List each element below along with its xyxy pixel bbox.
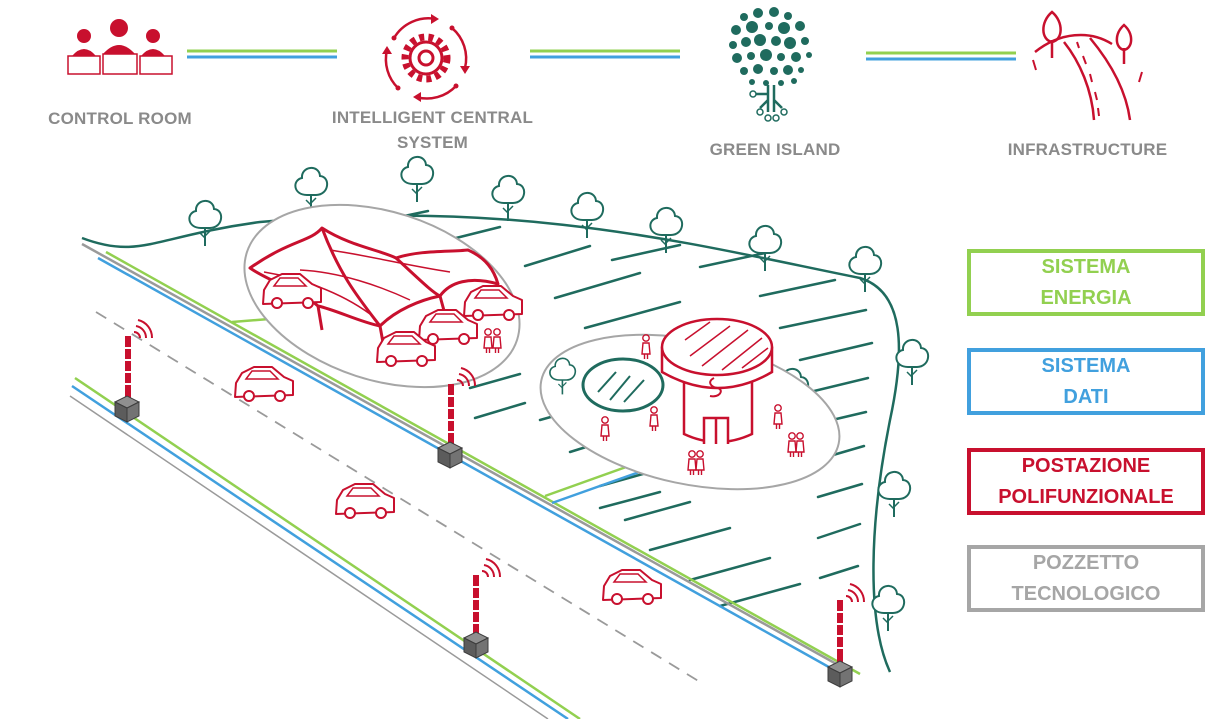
road-trees-icon bbox=[1032, 10, 1143, 121]
circuit-tree-icon bbox=[729, 7, 812, 122]
control-room-label: CONTROL ROOM bbox=[48, 109, 192, 128]
infrastructure-label: INFRASTRUCTURE bbox=[1007, 140, 1168, 159]
legend-multifunction-station: POSTAZIONE POLIFUNZIONALE bbox=[967, 448, 1205, 515]
green-island-label: GREEN ISLAND bbox=[709, 140, 841, 159]
legend-energy-system: SISTEMA ENERGIA bbox=[967, 249, 1205, 316]
legend-technical-well: POZZETTO TECNOLOGICO bbox=[967, 545, 1205, 612]
gear-cycle-icon bbox=[382, 14, 470, 102]
legend-data-system: SISTEMA DATI bbox=[967, 348, 1205, 415]
people-laptops-icon bbox=[67, 19, 173, 75]
service-station-area bbox=[539, 317, 841, 491]
intelligent-central-system-label: INTELLIGENT CENTRAL SYSTEM bbox=[331, 108, 534, 152]
station-building bbox=[660, 317, 774, 444]
canopy-area bbox=[243, 203, 523, 389]
header-connectors bbox=[187, 49, 1016, 61]
